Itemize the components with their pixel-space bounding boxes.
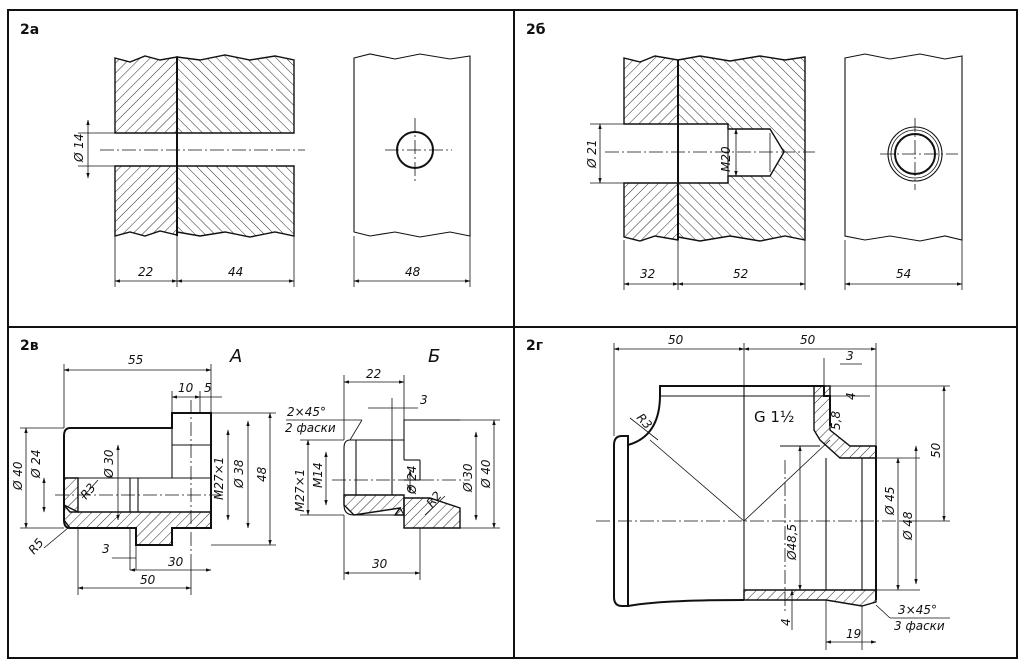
dim-d24: Ø 24	[405, 465, 419, 495]
dim-10: 10	[178, 381, 194, 395]
dim-30: 30	[168, 555, 184, 569]
panel-2b-stud-joint-section: Ø 21 M20 32 52	[585, 55, 815, 290]
dim-32: 32	[640, 267, 655, 281]
dim-m27: M27×1	[293, 469, 307, 512]
panel-2g-tee-fitting: G 1½ R3 50 50 3 4 5,8 50	[596, 333, 950, 650]
chamfer-note: 3 фаски	[894, 619, 945, 633]
radius-r5: R5	[26, 536, 47, 557]
dim-3: 3	[102, 542, 110, 556]
dim-52: 52	[733, 267, 748, 281]
dim-3: 3	[846, 349, 854, 363]
dim-54: 54	[896, 267, 911, 281]
panel-label-2v: 2в	[20, 338, 39, 354]
dim-22: 22	[138, 265, 153, 279]
panel-label-2a: 2а	[20, 22, 39, 38]
dim-5-8: 5,8	[829, 411, 843, 430]
dim-d48: Ø 48	[901, 511, 915, 541]
dim-50-left: 50	[668, 333, 684, 347]
dim-4-top: 4	[844, 392, 858, 400]
chamfer-3x45: 3×45°	[898, 603, 937, 617]
hole-diameter-label: Ø 21	[585, 139, 599, 169]
thread-label: M20	[719, 146, 733, 172]
panel-label-2b: 2б	[526, 22, 546, 38]
dim-55: 55	[128, 353, 143, 367]
dim-m27: M27×1	[212, 457, 226, 500]
view-label-a: А	[229, 346, 242, 367]
dim-5: 5	[204, 381, 212, 395]
dim-d48-5: Ø48,5	[785, 524, 799, 561]
dim-48: 48	[255, 466, 269, 482]
dim-m14: M14	[311, 462, 325, 488]
dim-d24: Ø 24	[29, 449, 43, 479]
dim-d45: Ø 45	[883, 486, 897, 516]
dim-3: 3	[420, 393, 428, 407]
dim-d40: Ø 40	[11, 461, 25, 491]
dim-4-bottom: 4	[779, 618, 793, 626]
dim-48: 48	[405, 265, 421, 279]
dim-50: 50	[140, 573, 156, 587]
dim-30: 30	[372, 557, 388, 571]
dim-d30: Ø 30	[461, 463, 475, 493]
chamfer-2x45: 2×45°	[287, 405, 326, 419]
dim-d38: Ø 38	[232, 459, 246, 489]
radius-r3: R3	[78, 481, 99, 502]
panel-2v-part-a: А 55 10 5 Ø 40 Ø 24 Ø 30	[11, 346, 276, 595]
sheet-frame	[7, 9, 1018, 659]
panel-2a-bolt-joint-section: Ø 14 22 44	[72, 54, 305, 287]
thread-g-label: G 1½	[754, 408, 794, 426]
dim-50-right: 50	[800, 333, 816, 347]
dim-22: 22	[366, 367, 381, 381]
panel-2b-plan-view: 54	[844, 53, 963, 290]
dim-50-vertical: 50	[929, 442, 943, 458]
panel-label-2g: 2г	[526, 338, 543, 354]
dim-d30: Ø 30	[102, 449, 116, 479]
chamfer-note: 2 фаски	[285, 421, 336, 435]
hole-diameter-label: Ø 14	[72, 133, 86, 163]
dim-19: 19	[846, 627, 861, 641]
dim-d40: Ø 40	[479, 459, 493, 489]
dim-44: 44	[228, 265, 243, 279]
panel-2a-plan-view: 48	[353, 53, 471, 287]
panel-2v-part-b: Б 22 3 2×45° 2 фаски M27×1 M14 Ø 24	[285, 346, 500, 580]
view-label-b: Б	[428, 346, 440, 367]
